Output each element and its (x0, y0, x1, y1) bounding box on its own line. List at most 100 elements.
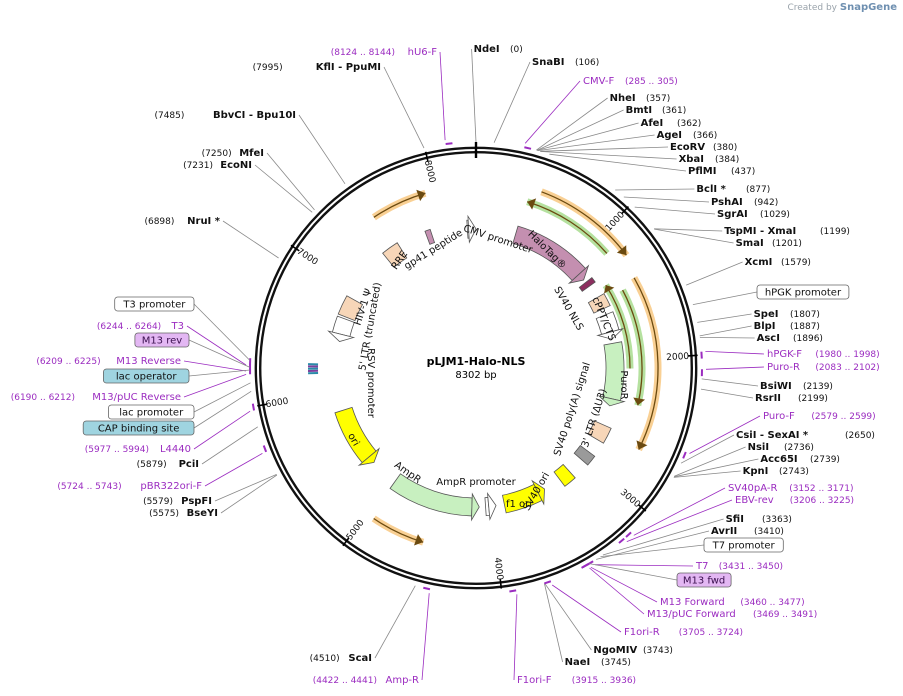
tick-label-3000: 3000 (618, 488, 642, 511)
primer-mark (262, 445, 268, 453)
enzyme-22: Acc65I (760, 454, 797, 465)
arc-amp-orange-halo (371, 515, 425, 546)
primer-leader (551, 584, 622, 633)
arc-puro-orange (633, 277, 659, 450)
ori-block-head (357, 447, 381, 466)
center-title: pLJM1-Halo-NLS 8302 bp (427, 355, 526, 381)
tick-label-8000: 8000 (422, 159, 437, 184)
enzyme-leader (536, 109, 624, 151)
primer-leader (439, 51, 446, 141)
arc-halo-green-head (527, 198, 537, 210)
primer-mark (524, 146, 532, 150)
box-leader (589, 563, 678, 581)
primer-range-9: (3469 .. 3491) (753, 610, 817, 620)
tick-4000 (499, 578, 503, 589)
enzyme-23: KpnI (743, 466, 769, 477)
primer-leader (590, 566, 658, 603)
enzyme-7: XbaI (679, 154, 704, 165)
enzyme-leader (540, 146, 669, 152)
enzyme-leader (537, 134, 655, 151)
enzyme-pos-13: (1201) (772, 239, 802, 249)
primer-range-11: (3915 .. 3936) (572, 676, 636, 686)
enzyme-pos-2: (357) (646, 94, 670, 104)
backbone (254, 142, 698, 590)
enzyme-18: BsiWI (760, 381, 792, 392)
tick-label-5000: 5000 (345, 518, 367, 543)
enzyme-26: NgoMIV (593, 645, 637, 656)
tick-7000 (290, 244, 300, 252)
feature-label-9: AmpR promoter (436, 477, 516, 488)
primer-10: F1ori-R (624, 627, 660, 638)
primer-leader (524, 80, 581, 144)
feature-box-label-2: M13 fwd (683, 576, 725, 587)
enzyme-21: NsiI (748, 442, 769, 453)
primer-13: pBR322ori-F (140, 481, 202, 492)
enzyme-leader (222, 220, 279, 259)
enzyme-0: NdeI (474, 44, 500, 55)
enzyme-pos-31: (5879) (137, 460, 167, 470)
enzyme-35: BbvCI - Bpu10I (213, 110, 296, 121)
arc-halo-orange-head (616, 245, 627, 256)
primer-range-8: (3460 .. 3477) (740, 598, 804, 608)
enzyme-pos-29: (5575) (149, 509, 179, 519)
enzyme-pos-3: (361) (662, 106, 686, 116)
tick-1000 (620, 206, 630, 215)
gp41-block (424, 228, 436, 245)
tick-label-6000: 6000 (265, 397, 290, 411)
feature-box-2 (676, 572, 732, 588)
enzyme-3: BmtI (626, 105, 653, 116)
primer-11: F1ori-F (517, 675, 552, 686)
arc-puro-orange-head (636, 440, 648, 450)
enzyme-leader (686, 261, 743, 286)
enzyme-11: SgrAI (717, 209, 748, 220)
arc-halo-green (527, 201, 608, 254)
primer-5: SV40pA-R (728, 483, 777, 494)
enzyme-leader (700, 388, 754, 399)
feature-label-12: RSV promoter (365, 348, 376, 419)
ori-block (334, 406, 377, 464)
primer-range-5: (3152 .. 3171) (789, 484, 853, 494)
primer-9: M13/pUC Forward (647, 609, 736, 620)
enzyme-pos-15: (1807) (790, 310, 820, 320)
enzyme-leader (623, 196, 710, 203)
enzyme-leader (220, 474, 278, 514)
enzyme-24: SfiI (726, 514, 744, 525)
enzyme-leader (383, 66, 425, 149)
primer-leader (595, 564, 694, 567)
box-leader (600, 544, 705, 557)
sv40-nls-block (578, 277, 596, 292)
primer-range-15: (6190 .. 6212) (11, 393, 75, 403)
enzyme-10: PshAI (711, 197, 743, 208)
enzyme-leader (201, 426, 259, 465)
primer-range-6: (3206 .. 3225) (790, 496, 854, 506)
primer-range-17: (6244 .. 6264) (97, 322, 161, 332)
enzyme-17: AscI (757, 333, 780, 344)
feature-box-label-1: T7 promoter (712, 541, 776, 552)
enzyme-leader (680, 434, 735, 464)
feature-arcs (371, 188, 662, 546)
enzyme-pos-23: (2743) (779, 467, 809, 477)
arc-puro-green (622, 289, 643, 406)
box-leader (193, 390, 252, 429)
enzyme-16: BlpI (754, 321, 776, 332)
primer-mark (509, 589, 517, 593)
enzyme-31: PciI (179, 459, 199, 470)
plasmid-name: pLJM1-Halo-NLS (427, 355, 526, 368)
enzyme-leader (673, 470, 741, 478)
enzyme-pos-5: (366) (693, 131, 717, 141)
arc-rev-upper-head (416, 189, 426, 202)
enzyme-15: SpeI (754, 309, 779, 320)
feature-box-1 (703, 537, 784, 553)
rsv-promoter-block (331, 315, 355, 337)
feature-label-16: gp41 peptide (402, 228, 464, 273)
primer-range-10: (3705 .. 3724) (679, 628, 743, 638)
primer-range-12: (4422 .. 4441) (313, 676, 377, 686)
primer-leader (689, 415, 761, 454)
primer-range-2: (1980 .. 1998) (815, 350, 879, 360)
enzyme-pos-0: (0) (510, 45, 523, 55)
enzyme-pos-26: (3743) (643, 646, 673, 656)
enzyme-pos-10: (942) (754, 198, 778, 208)
enzyme-30: PspFI (181, 496, 212, 507)
tick-label-1000: 1000 (604, 210, 627, 234)
